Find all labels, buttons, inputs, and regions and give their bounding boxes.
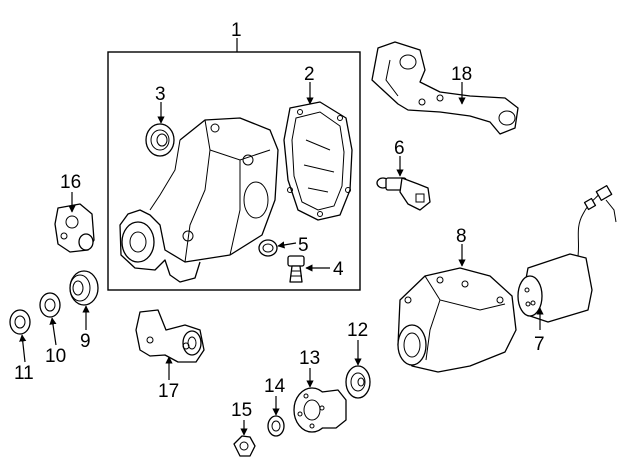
callout-13: 13 [299,348,320,369]
nut-part[interactable] [233,435,256,457]
motor-part[interactable] [517,185,617,323]
callout-15: 15 [231,400,252,421]
callout-9: 9 [80,331,91,352]
callout-1: 1 [231,20,242,41]
callout-7: 7 [534,334,545,355]
differential-housing-part[interactable] [119,117,279,283]
shim-part[interactable] [39,292,61,318]
callout-12: 12 [347,320,368,341]
callout-3: 3 [155,84,166,105]
output-seal-part[interactable] [345,365,371,399]
callout-6: 6 [394,138,405,159]
callout-4: 4 [333,259,344,280]
mount-part[interactable] [54,203,95,253]
sensor-part[interactable] [376,177,431,211]
cover-part[interactable] [283,101,353,221]
plug-part[interactable] [287,255,305,283]
flange-part[interactable] [293,387,347,433]
callout-2: 2 [304,64,315,85]
gasket-part[interactable] [258,239,278,257]
washer-part[interactable] [9,309,31,335]
coupling-housing-part[interactable] [397,267,517,373]
flange-washer-part[interactable] [267,415,285,437]
callout-11: 11 [14,363,34,384]
callout-5: 5 [298,235,309,256]
callout-18: 18 [451,64,472,85]
seal-part[interactable] [145,123,175,157]
callout-16: 16 [60,172,81,193]
callout-17: 17 [158,381,179,402]
callout-14: 14 [264,376,286,397]
mount-bracket-part[interactable] [371,41,519,135]
assembly-box [107,51,361,291]
bearing-part[interactable] [69,270,99,306]
bracket-part[interactable] [135,309,205,363]
callout-10: 10 [45,346,66,367]
callout-8: 8 [456,226,467,247]
